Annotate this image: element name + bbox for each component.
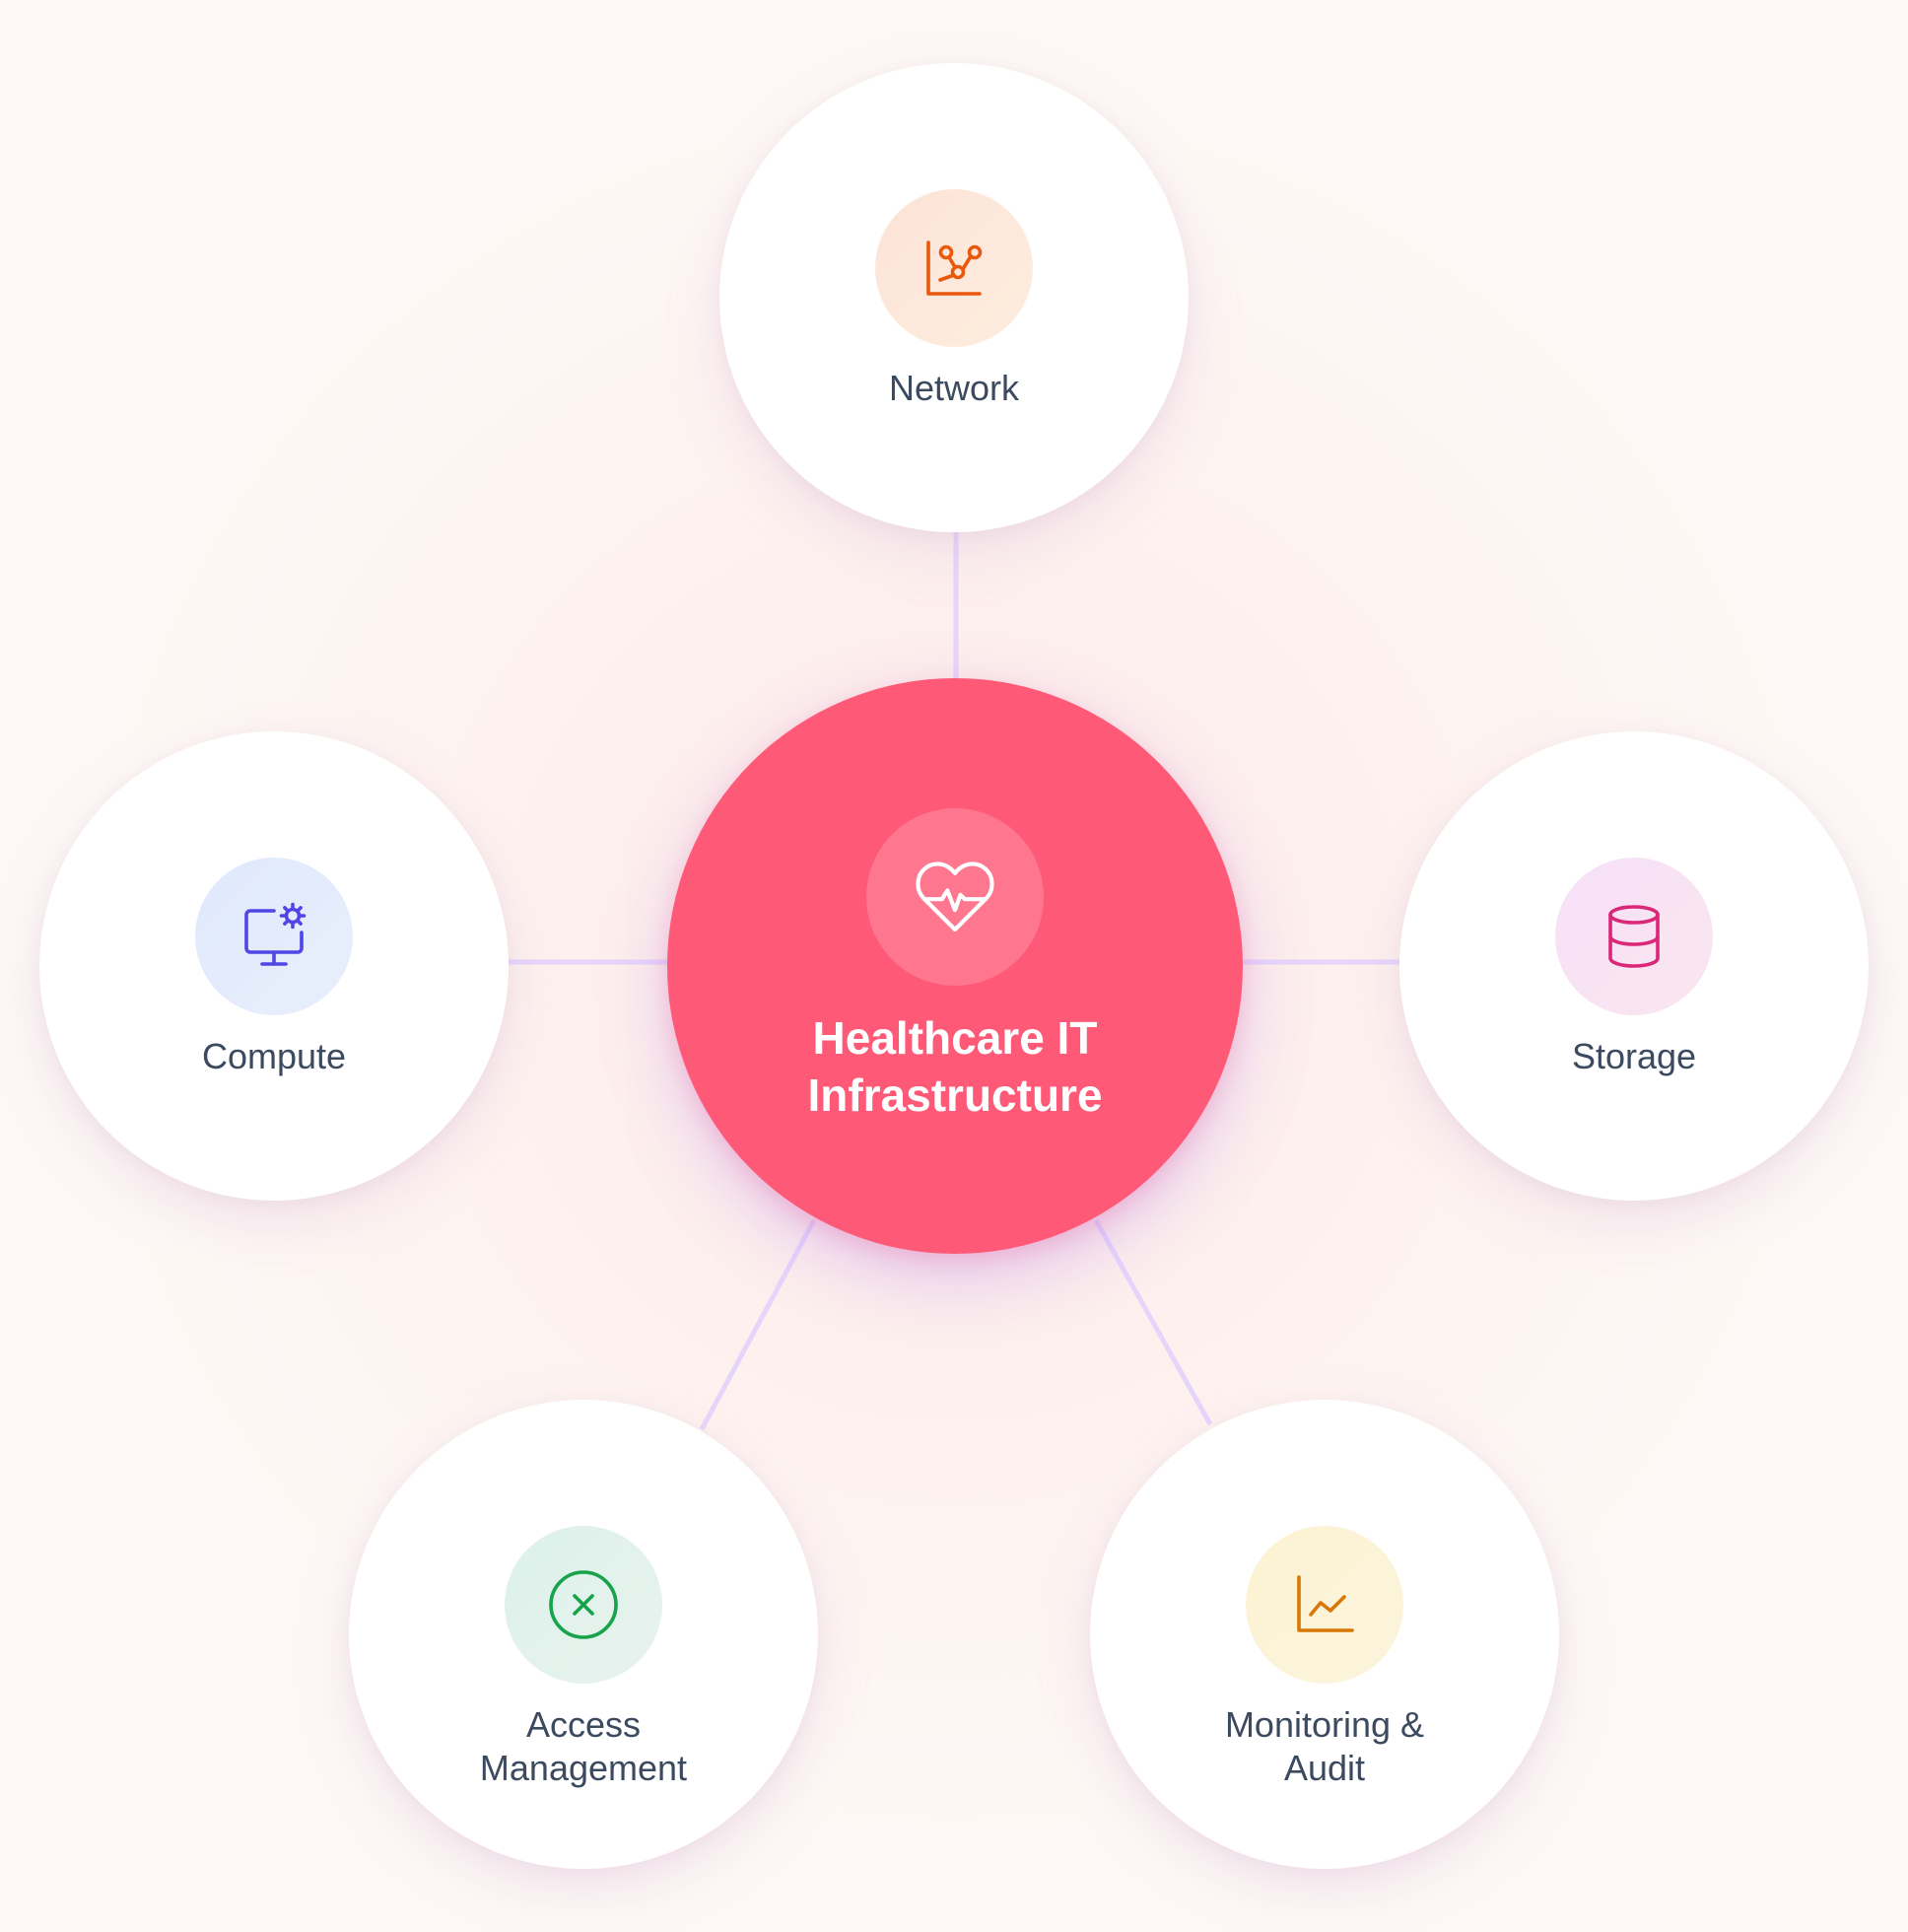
network-graph-icon (926, 241, 983, 296)
node-monitoring-audit-label-line2: Audit (1283, 1748, 1366, 1788)
network-icon-badge (875, 189, 1033, 347)
node-storage-label: Storage (1439, 1035, 1829, 1078)
node-access-management-label-line2: Management (479, 1748, 688, 1788)
center-title: Healthcare IT Infrastructure (707, 1009, 1203, 1124)
access-icon-badge (505, 1526, 662, 1684)
monitoring-icon-badge (1246, 1526, 1403, 1684)
node-network[interactable]: Network (719, 63, 1189, 532)
node-monitoring-audit-label-line1: Monitoring & (1224, 1704, 1425, 1745)
node-access-management-label: Access Management (388, 1703, 779, 1790)
monitor-gear-icon (244, 902, 307, 966)
node-storage[interactable]: Storage (1399, 731, 1869, 1201)
node-monitoring-audit-label: Monitoring & Audit (1129, 1703, 1520, 1790)
database-icon (1608, 905, 1660, 968)
node-monitoring-audit[interactable]: Monitoring & Audit (1090, 1400, 1559, 1869)
center-hub[interactable]: Healthcare IT Infrastructure (667, 678, 1243, 1254)
node-network-label-line1: Network (888, 368, 1020, 408)
connector-monitoring-audit (1093, 1218, 1213, 1426)
center-icon-badge (866, 808, 1044, 986)
compute-icon-badge (195, 858, 353, 1015)
node-access-management-label-line1: Access (525, 1704, 642, 1745)
node-compute-label: Compute (79, 1035, 469, 1078)
node-access-management[interactable]: Access Management (349, 1400, 818, 1869)
node-compute[interactable]: Compute (39, 731, 509, 1201)
node-storage-label-line1: Storage (1571, 1036, 1697, 1076)
heart-pulse-icon (916, 862, 994, 932)
storage-icon-badge (1555, 858, 1713, 1015)
circle-x-icon (549, 1570, 618, 1639)
connector-access-management (699, 1218, 817, 1431)
node-compute-label-line1: Compute (201, 1036, 347, 1076)
center-title-line2: Infrastructure (807, 1070, 1103, 1121)
center-title-line1: Healthcare IT (812, 1012, 1098, 1064)
line-chart-icon (1297, 1575, 1354, 1632)
node-network-label: Network (759, 367, 1149, 410)
